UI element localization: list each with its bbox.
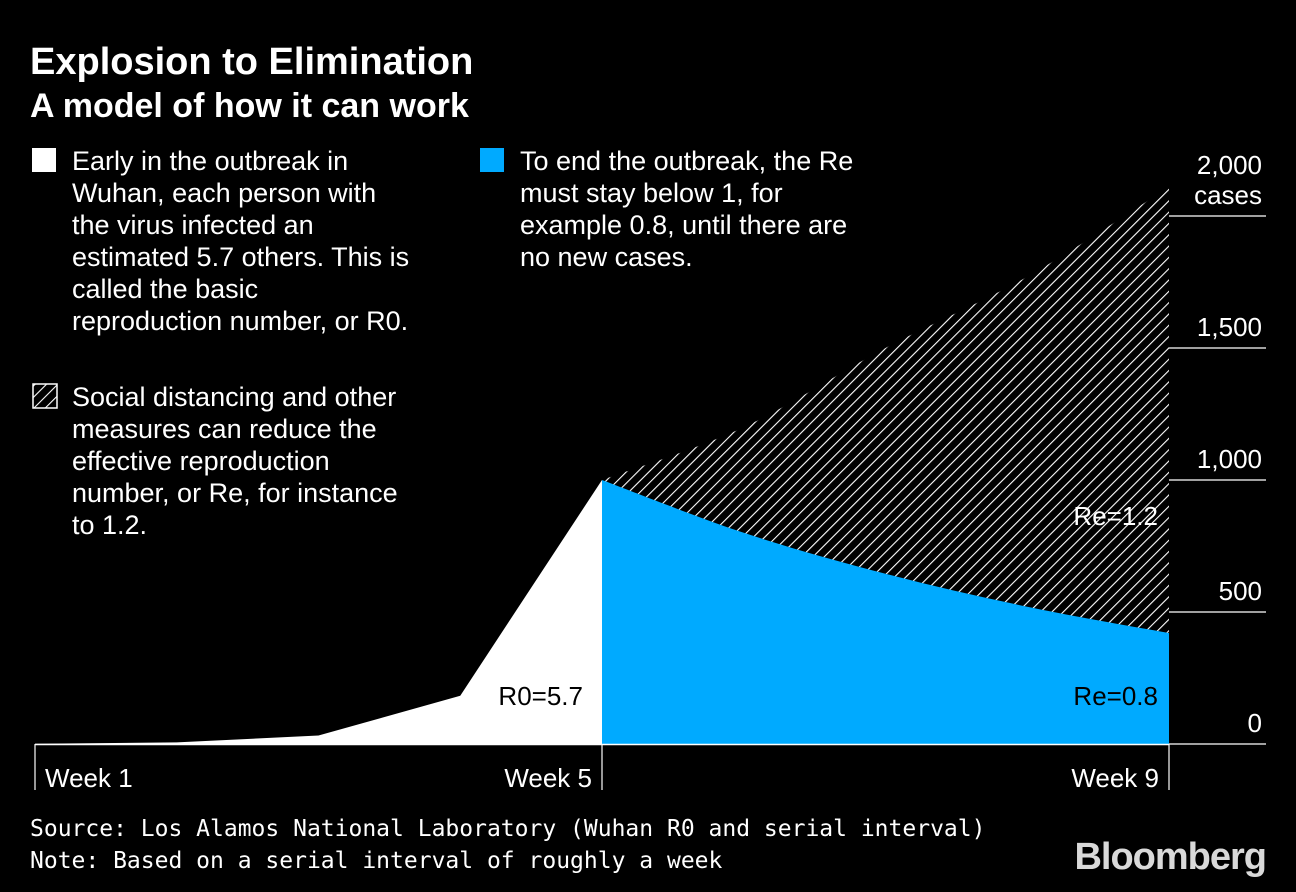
annotation-re08: To end the outbreak, the Re must stay be… (480, 146, 861, 272)
series-label-re12: Re=1.2 (1073, 501, 1158, 531)
series-label-re08: Re=0.8 (1073, 681, 1158, 711)
y-tick-label: 500 (1219, 576, 1262, 606)
chart-title: Explosion to Elimination (30, 41, 474, 83)
footnote: Note: Based on a serial interval of roug… (30, 848, 723, 874)
legend-swatch-r0 (32, 148, 56, 172)
area-re08 (602, 480, 1169, 744)
area-r0 (35, 480, 602, 744)
annotation-r0-text: Early in the outbreak in Wuhan, each per… (72, 146, 417, 336)
x-tick-label: Week 9 (1071, 763, 1159, 793)
legend-swatch-re12 (32, 383, 58, 409)
bloomberg-logo: Bloomberg (1074, 836, 1267, 878)
y-tick-label: 1,500 (1197, 312, 1262, 342)
x-axis: Week 1 Week 5 Week 9 (34, 743, 1170, 793)
y-tick-label: 2,000 (1197, 150, 1262, 180)
legend-swatch-re08 (480, 148, 504, 172)
annotation-re12: Social distancing and other measures can… (32, 382, 405, 540)
y-unit-label: cases (1194, 180, 1262, 210)
series-label-r0: R0=5.7 (498, 681, 583, 711)
annotation-re08-text: To end the outbreak, the Re must stay be… (520, 146, 861, 272)
y-tick-label: 0 (1248, 708, 1262, 738)
x-tick-label: Week 5 (504, 763, 592, 793)
chart-subtitle: A model of how it can work (30, 87, 469, 125)
annotation-r0: Early in the outbreak in Wuhan, each per… (32, 146, 417, 336)
x-tick-label: Week 1 (45, 763, 133, 793)
annotation-re12-text: Social distancing and other measures can… (72, 382, 405, 540)
y-tick-label: 1,000 (1197, 444, 1262, 474)
source-note: Source: Los Alamos National Laboratory (… (30, 816, 986, 842)
